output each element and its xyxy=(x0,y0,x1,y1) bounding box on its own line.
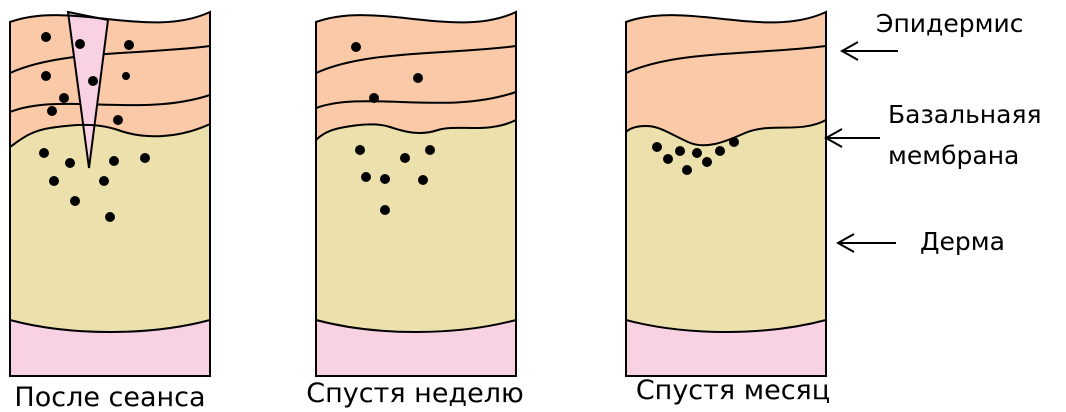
pigment-dot xyxy=(113,115,123,125)
panel-caption: Спустя месяц xyxy=(636,375,830,406)
pigment-dot xyxy=(109,156,119,166)
pigment-dot xyxy=(99,176,109,186)
pigment-dot xyxy=(682,165,692,175)
arrow-left-icon xyxy=(838,234,896,252)
pigment-dot xyxy=(652,142,662,152)
pigment-dot xyxy=(41,32,51,42)
pigment-dot xyxy=(418,175,428,185)
arrow-left-icon xyxy=(826,129,880,147)
pigment-dot xyxy=(369,93,379,103)
layer-labels: Эпидермис Базальнаяя мембрана Дерма xyxy=(826,9,1042,256)
pigment-dot xyxy=(413,73,423,83)
pigment-dot xyxy=(400,153,410,163)
pigment-dot xyxy=(715,146,725,156)
pigment-dot xyxy=(122,72,130,80)
panel-after-month: Спустя месяц xyxy=(626,12,830,406)
pigment-dot xyxy=(675,146,685,156)
pigment-dot xyxy=(39,148,49,158)
pigment-dot xyxy=(124,40,134,50)
pigment-dot xyxy=(351,42,361,52)
label-epidermis: Эпидермис xyxy=(876,9,1023,38)
panel-caption: После сеанса xyxy=(14,382,205,412)
pigment-dot xyxy=(355,145,365,155)
pigment-dot xyxy=(88,76,98,86)
pigment-dot xyxy=(380,205,390,215)
pigment-dot xyxy=(70,196,80,206)
pigment-dot xyxy=(663,154,673,164)
pigment-dot xyxy=(105,212,115,222)
pigment-dot xyxy=(361,172,371,182)
panel-after-week: Спустя неделю xyxy=(306,12,523,409)
pigment-dot xyxy=(47,106,57,116)
pigment-dot xyxy=(140,153,150,163)
arrow-left-icon xyxy=(842,42,898,60)
pigment-dot xyxy=(59,93,69,103)
pigment-dot xyxy=(49,176,59,186)
pigment-dot xyxy=(380,174,390,184)
panel-caption: Спустя неделю xyxy=(306,378,523,409)
panel-after-session: После сеанса xyxy=(10,12,210,412)
label-dermis: Дерма xyxy=(920,227,1005,256)
label-basal-membrane-line1: Базальнаяя xyxy=(888,100,1042,129)
label-basal-membrane-line2: мембрана xyxy=(888,141,1019,170)
pigment-dot xyxy=(702,157,712,167)
pigment-dot xyxy=(425,145,435,155)
pigment-dot xyxy=(75,39,85,49)
pigment-dot xyxy=(65,158,75,168)
pigment-dot xyxy=(692,148,702,158)
dermis-layer xyxy=(316,120,516,332)
pigment-dot xyxy=(729,137,739,147)
epidermis-layer xyxy=(626,12,826,145)
pigment-dot xyxy=(41,71,51,81)
